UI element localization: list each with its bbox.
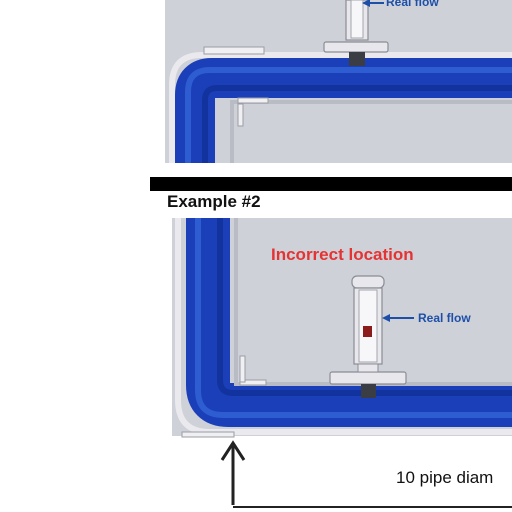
flowmeter-icon xyxy=(323,0,389,66)
flow-label-bottom: Real flow xyxy=(418,311,471,325)
flow-label-top: Real flow xyxy=(386,0,439,9)
example-heading: Example #2 xyxy=(167,192,261,211)
incorrect-location-label: Incorrect location xyxy=(271,245,414,264)
bottom-pipe xyxy=(175,218,512,438)
up-arrow-icon xyxy=(220,440,246,505)
flow-arrow-icon xyxy=(362,0,384,7)
section-divider xyxy=(150,177,512,191)
top-pipe xyxy=(169,46,512,163)
flow-arrow-icon xyxy=(382,314,414,322)
flowmeter-icon xyxy=(329,275,407,398)
distance-label: 10 pipe diam xyxy=(396,468,494,487)
